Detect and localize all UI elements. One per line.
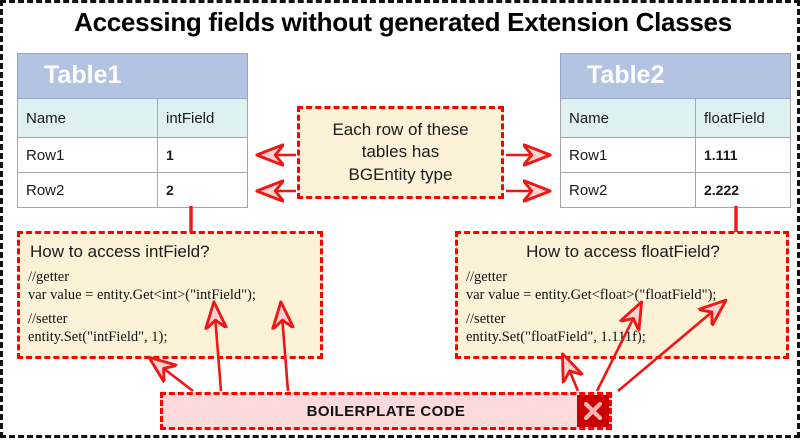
table1-title: Table1	[17, 53, 248, 99]
table-table2: Table2 Name floatField Row1 1.111 Row2 2…	[560, 53, 791, 208]
table1-col-name: Name	[17, 98, 158, 138]
center-note-callout: Each row of these tables has BGEntity ty…	[297, 106, 504, 199]
center-note-line-3: BGEntity type	[348, 164, 453, 184]
code-right-setter-comment: //setter	[466, 311, 506, 328]
code-left-heading: How to access intField?	[30, 242, 210, 261]
table1-row2-name: Row2	[17, 172, 158, 208]
code-right-getter-comment: //getter	[466, 269, 508, 285]
table2-row1-value: 1.111	[695, 137, 791, 173]
arrow-banner-to-floatfield-setter	[563, 355, 578, 392]
x-mark-icon	[577, 395, 609, 427]
code-left-getter-code: var value = entity.Get<int>("intField");	[28, 286, 256, 303]
code-right-setter-code: entity.Set("floatField", 1.111f);	[466, 329, 646, 346]
code-left-spacer	[28, 304, 312, 311]
code-left-setter-comment: //setter	[28, 311, 68, 328]
code-left-setter-code: entity.Set("intField", 1);	[28, 329, 168, 346]
boilerplate-label: BOILERPLATE CODE	[306, 402, 466, 420]
table2-col-floatfield: floatField	[695, 98, 791, 138]
table1-row1-name: Row1	[17, 137, 158, 173]
center-note-line-1: Each row of these	[332, 119, 469, 139]
arrow-banner-to-intfield-setter	[150, 358, 194, 393]
code-callout-intfield: How to access intField? //getter var val…	[17, 231, 323, 359]
table-row: Row1 1	[17, 137, 248, 173]
table1-col-intfield: intField	[157, 98, 248, 138]
table2-col-name: Name	[560, 98, 696, 138]
table2-row1-name: Row1	[560, 137, 696, 173]
center-note-line-2: tables has	[361, 142, 440, 162]
code-left-getter-comment: //getter	[28, 269, 70, 285]
table-row: Row2 2.222	[560, 172, 791, 208]
code-right-getter-code: var value = entity.Get<float>("floatFiel…	[466, 286, 717, 303]
table-row: Row2 2	[17, 172, 248, 208]
code-callout-floatfield: How to access floatField? //getter var v…	[455, 231, 789, 359]
table-row: Row1 1.111	[560, 137, 791, 173]
table1-row2-value: 2	[157, 172, 248, 208]
table2-row2-name: Row2	[560, 172, 696, 208]
table2-title: Table2	[560, 53, 791, 99]
table-table1: Table1 Name intField Row1 1 Row2 2	[17, 53, 248, 208]
page-title: Accessing fields without generated Exten…	[74, 7, 732, 37]
table2-row2-value: 2.222	[695, 172, 791, 208]
table1-row1-value: 1	[157, 137, 248, 173]
code-right-spacer	[466, 304, 778, 311]
code-right-heading: How to access floatField?	[526, 242, 720, 261]
boilerplate-banner: BOILERPLATE CODE	[160, 392, 612, 430]
